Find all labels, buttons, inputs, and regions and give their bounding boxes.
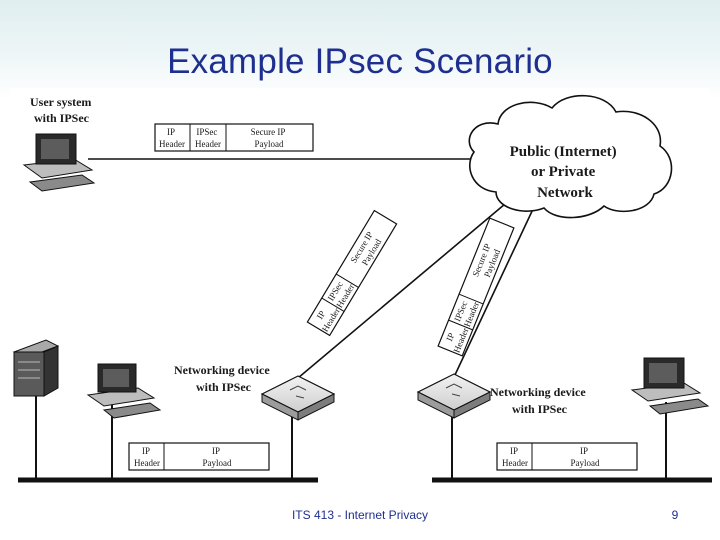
top-packet-secure-payload-line-1: Secure IP: [251, 127, 286, 137]
networking-device-left-label: Networking device with IPSec: [174, 363, 273, 394]
networking-device-right-label: Networking device with IPSec: [490, 385, 589, 416]
networking-device-left: [260, 375, 336, 421]
right-device-label-line-1: Networking device: [490, 385, 586, 399]
left-plain-ip-payload-line-2: Payload: [203, 458, 232, 468]
ipsec-packet-top: IP Header IPSec Header Secure IP Payload: [154, 123, 314, 152]
page-number: 9: [671, 508, 679, 522]
right-device-label-line-2: with IPSec: [512, 402, 568, 416]
top-packet-ipsec-header-line-1: IPSec: [196, 127, 217, 137]
networking-device-right: [416, 373, 492, 419]
lan-buses: [18, 392, 712, 483]
top-packet-secure-payload-line-2: Payload: [255, 139, 284, 149]
public-network-cloud: Public (Internet) or Private Network: [468, 94, 673, 219]
svg-text:IP Payload: IP Payload: [571, 446, 600, 468]
slide-title: Example IPsec Scenario: [167, 42, 553, 81]
server-tower-icon: [12, 339, 60, 397]
svg-text:IP Payload: IP Payload: [203, 446, 232, 468]
left-plain-ip-header-line-1: IP: [142, 446, 150, 456]
right-packet-ip-header-line-1: IP: [444, 331, 456, 342]
left-device-label-line-1: Networking device: [174, 363, 270, 377]
user-system-label-line-2: with IPSec: [34, 111, 90, 125]
user-system-label-line-1: User system: [30, 95, 91, 109]
svg-text:IP Header: IP Header: [159, 127, 185, 149]
left-lan-computer-icon: [86, 363, 162, 419]
right-lan-computer-icon: [630, 357, 710, 415]
svg-text:IP Header: IP Header: [134, 446, 160, 468]
right-device-to-cloud-link: [453, 206, 535, 378]
connection-lines: [88, 158, 535, 379]
plain-packet-right: IP Header IP Payload: [496, 442, 638, 471]
right-plain-ip-header-line-2: Header: [502, 458, 528, 468]
left-plain-ip-header-line-2: Header: [134, 458, 160, 468]
cloud-label-line-3: Network: [537, 185, 593, 201]
cloud-label-line-1: Public (Internet): [510, 144, 617, 160]
user-computer-icon: [22, 133, 96, 192]
cloud-label-line-2: or Private: [531, 164, 596, 180]
top-packet-ip-header-line-1: IP: [167, 127, 175, 137]
svg-text:Public (Internet) or Pri: Public (Internet) or Private Network: [510, 144, 621, 201]
svg-text:IPSec Header: IPSec Header: [195, 127, 221, 149]
svg-text:User system with IPSec: User system with IPSec: [30, 95, 94, 125]
plain-packet-left: IP Header IP Payload: [128, 442, 270, 471]
top-packet-ip-header-line-2: Header: [159, 139, 185, 149]
left-device-label-line-2: with IPSec: [196, 380, 252, 394]
slide-header-background: [0, 0, 720, 100]
right-plain-ip-header-line-1: IP: [510, 446, 518, 456]
ipsec-packet-right-diagonal: IP Header IPSec Header Secure IP Payload: [437, 217, 515, 357]
right-plain-ip-payload-line-1: IP: [580, 446, 588, 456]
svg-text:IP Header: IP Header: [502, 446, 528, 468]
top-packet-ipsec-header-line-2: Header: [195, 139, 221, 149]
right-plain-ip-payload-line-2: Payload: [571, 458, 600, 468]
svg-text:Secure IP Payload: Secure IP Payload: [251, 127, 288, 149]
slide-footer: ITS 413 - Internet Privacy: [291, 508, 429, 522]
left-device-to-cloud-link: [297, 203, 506, 379]
left-plain-ip-payload-line-1: IP: [212, 446, 220, 456]
ipsec-packet-left-diagonal: IP Header IPSec Header Secure IP Payload: [306, 209, 398, 337]
user-system: User system with IPSec: [22, 95, 96, 192]
